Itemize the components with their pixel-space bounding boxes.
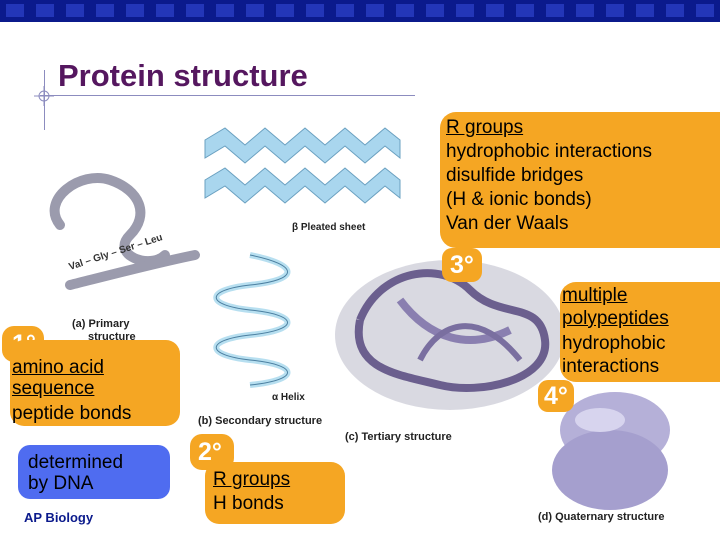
tertiary-note-line-2: hydrophobic interactions <box>446 141 652 162</box>
pleated-sheet-graphic: β Pleated sheet <box>204 127 401 233</box>
banner-cell <box>486 4 504 17</box>
secondary-note-line-1: R groups <box>213 469 291 490</box>
banner-cell <box>366 4 384 17</box>
tertiary-note-line-1: R groups <box>446 117 524 138</box>
determined-note-box: determined by DNA <box>18 445 170 499</box>
banner-cell <box>216 4 234 17</box>
banner-cell <box>186 4 204 17</box>
primary-note-box: amino acid sequence peptide bonds <box>10 340 180 426</box>
banner-cell <box>126 4 144 17</box>
tertiary-degree-label: 3° <box>450 251 474 279</box>
banner-cell <box>456 4 474 17</box>
quaternary-note-line-1: multiple <box>562 285 628 306</box>
tertiary-degree-badge: 3° <box>442 248 482 282</box>
quaternary-note-line-4: interactions <box>562 356 660 377</box>
helix-label: α Helix <box>272 392 305 403</box>
primary-caption-line1: (a) Primary <box>72 318 130 330</box>
quaternary-degree-badge: 4° <box>538 380 574 412</box>
banner-cell <box>246 4 264 17</box>
banner-cell <box>666 4 684 17</box>
secondary-caption: (b) Secondary structure <box>198 415 322 427</box>
title-underline <box>40 95 415 96</box>
primary-note-line-1: amino acid <box>12 357 104 378</box>
banner-cell <box>156 4 174 17</box>
page-title: Protein structure <box>58 58 308 93</box>
quaternary-note-line-2: polypeptides <box>562 308 669 329</box>
banner-cell <box>6 4 24 17</box>
quaternary-note-box: multiple polypeptides hydrophobic intera… <box>560 282 720 382</box>
tertiary-caption: (c) Tertiary structure <box>345 431 452 443</box>
top-banner <box>0 0 720 22</box>
banner-cell <box>66 4 84 17</box>
primary-note-line-3: peptide bonds <box>12 403 132 424</box>
secondary-note-line-2: H bonds <box>213 493 284 514</box>
banner-cell <box>306 4 324 17</box>
banner-cell <box>546 4 564 17</box>
banner-cell <box>516 4 534 17</box>
banner-cell <box>276 4 294 17</box>
quaternary-caption: (d) Quaternary structure <box>538 511 665 523</box>
quaternary-degree-label: 4° <box>544 382 568 410</box>
helix-graphic: α Helix <box>213 252 305 403</box>
banner-cell <box>36 4 54 17</box>
crosshair-icon <box>34 86 54 106</box>
banner-cell <box>636 4 654 17</box>
banner-cell <box>696 4 714 17</box>
course-footer: AP Biology <box>24 510 94 525</box>
determined-note-line-1: determined <box>28 452 124 473</box>
tertiary-note-line-4: (H & ionic bonds) <box>446 189 592 210</box>
quaternary-note-line-3: hydrophobic <box>562 333 666 354</box>
primary-ribbon <box>49 173 200 290</box>
secondary-degree-label: 2° <box>198 438 222 466</box>
secondary-note-box: R groups H bonds <box>205 462 345 524</box>
determined-note-line-2: by DNA <box>28 473 94 494</box>
banner-cell <box>96 4 114 17</box>
primary-note-line-2: sequence <box>12 378 95 399</box>
tertiary-note-line-3: disulfide bridges <box>446 165 584 186</box>
quaternary-graphic <box>552 392 670 510</box>
banner-cell <box>606 4 624 17</box>
banner-cell <box>426 4 444 17</box>
pleated-sheet-label: β Pleated sheet <box>292 222 366 233</box>
banner-cell <box>576 4 594 17</box>
banner-cell <box>396 4 414 17</box>
tertiary-note-line-5: Van der Waals <box>446 213 569 234</box>
tertiary-graphic <box>335 260 565 410</box>
banner-cell <box>336 4 354 17</box>
tertiary-note-box: R groups hydrophobic interactions disulf… <box>440 112 720 248</box>
